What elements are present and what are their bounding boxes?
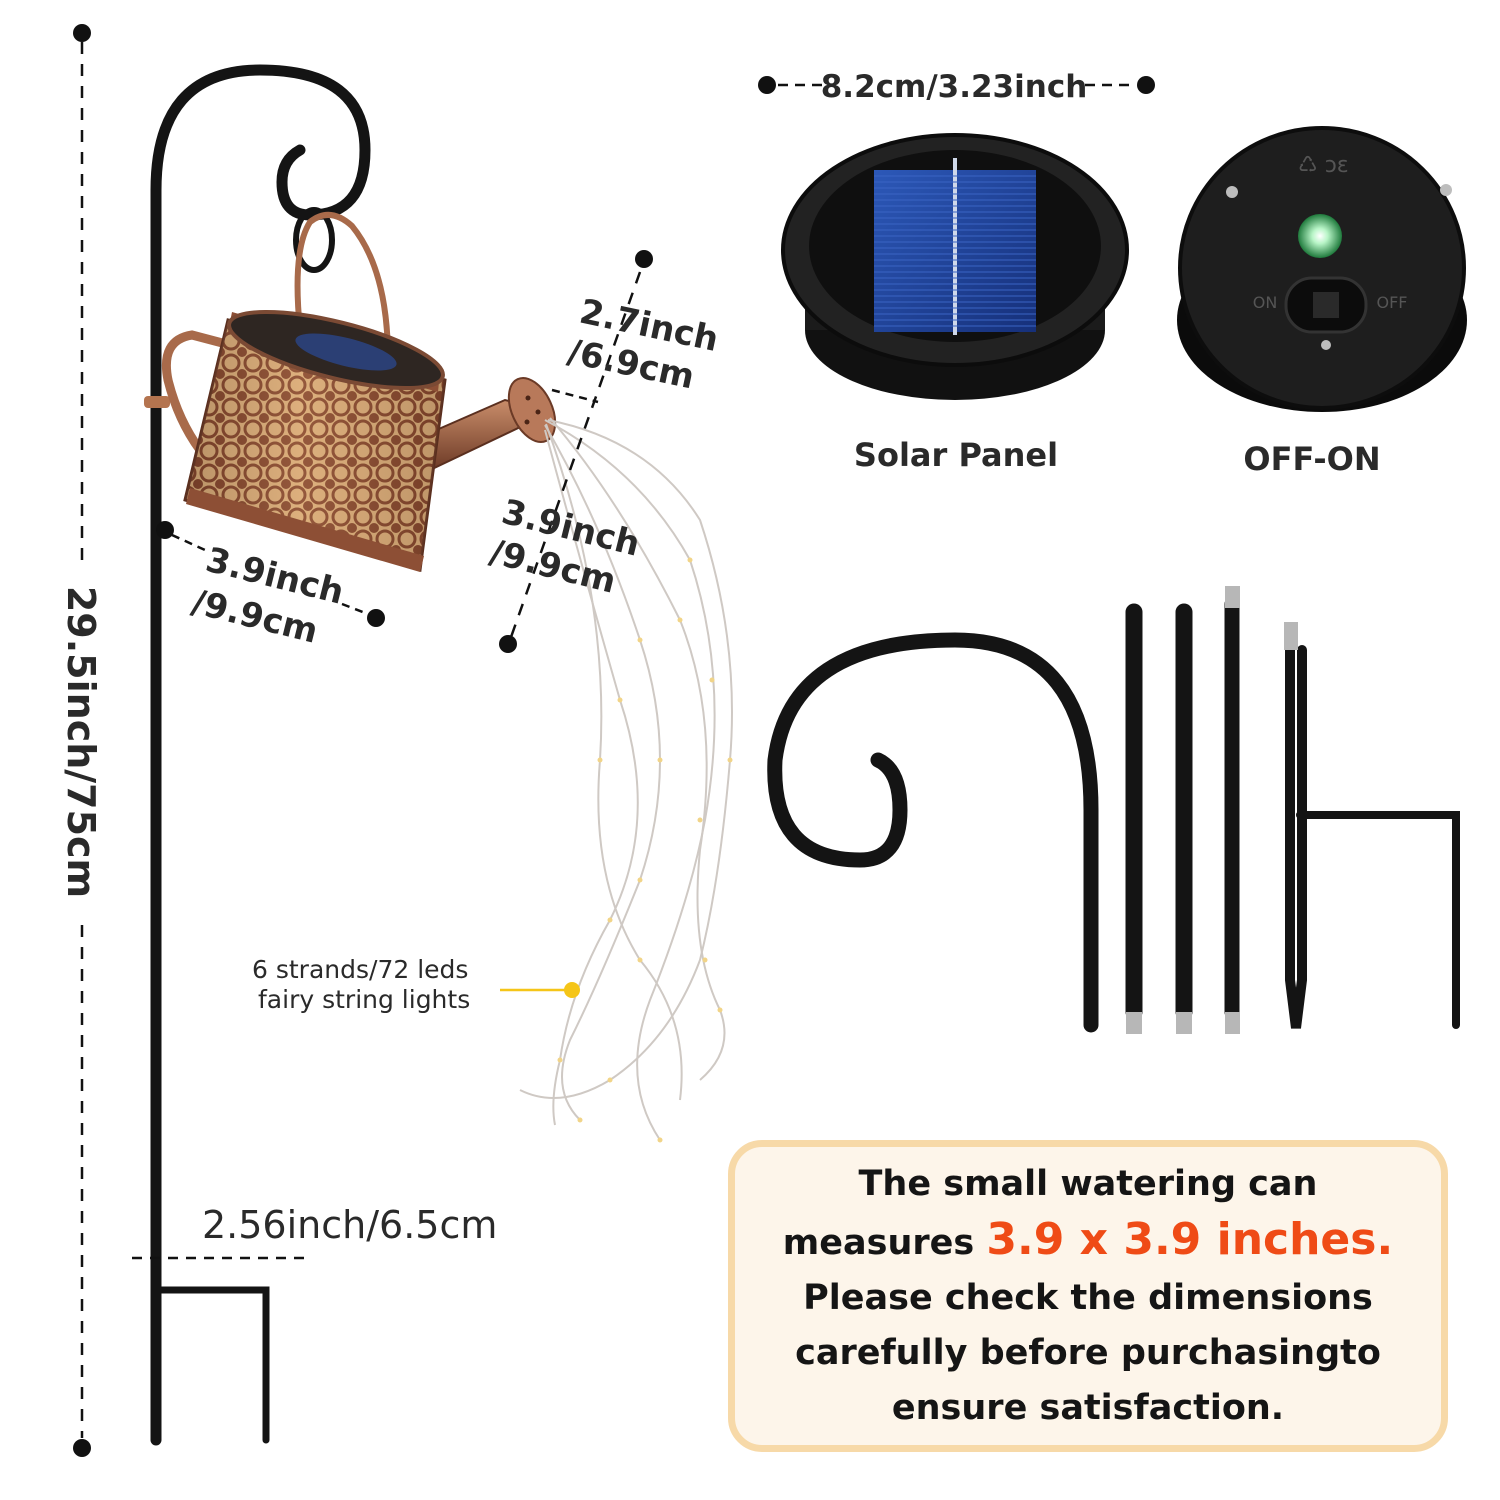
- can-side-handle: [161, 330, 232, 453]
- recycle-mark-icon: ♺ ɔɛ: [1298, 153, 1349, 178]
- stake-pole: [150, 64, 371, 1446]
- hanging-ring: [293, 207, 335, 273]
- indicator-led: [1298, 214, 1342, 258]
- fairy-light-leds: [557, 557, 733, 1143]
- thread-icon: [1176, 1012, 1192, 1034]
- shepherd-hook-stake: [144, 64, 371, 1446]
- switch-off-label: OFF: [1377, 293, 1408, 312]
- dimension-dot: [156, 521, 174, 539]
- switch-label: OFF-ON: [1243, 440, 1380, 478]
- light-strand: [544, 424, 661, 1121]
- dimension-dash-line: [171, 533, 206, 552]
- solar-cell-lines: [874, 175, 1036, 327]
- rose-hole: [525, 395, 531, 401]
- screw-icon: [1226, 186, 1238, 198]
- power-switch-knob[interactable]: [1313, 292, 1339, 318]
- stake-foot: [156, 1286, 270, 1444]
- hook-part: [767, 632, 1099, 1033]
- dimension-dot: [367, 609, 385, 627]
- dimension-dot: [73, 1439, 91, 1457]
- thread-icon: [1126, 1012, 1142, 1034]
- panel-width-label: 8.2cm/3.23inch: [821, 69, 1088, 105]
- stake-clip: [144, 396, 170, 408]
- spout-length-dimension: 2.7inch /6.9cm 3.9inch /9.9cm: [486, 250, 722, 653]
- height-dimension: 29.5inch/75cm: [59, 24, 103, 1457]
- panel-width-dimension: 8.2cm/3.23inch: [758, 69, 1155, 105]
- stake-width-dimension: 2.56inch/6.5cm: [132, 1203, 497, 1260]
- lights-label-line2: fairy string lights: [258, 985, 471, 1014]
- thread-icon: [1225, 586, 1240, 608]
- thread-icon: [1284, 622, 1298, 650]
- notice-line-4: carefully before purchasingto: [795, 1332, 1381, 1373]
- spout-rose: [507, 377, 557, 443]
- switch-face: [1178, 126, 1466, 410]
- stake-width-label: 2.56inch/6.5cm: [202, 1203, 497, 1247]
- rose-hole: [535, 409, 541, 415]
- thread-icon: [1225, 1012, 1240, 1034]
- notice-size-highlight: 3.9 x 3.9 inches.: [986, 1213, 1394, 1265]
- lights-label-line1: 6 strands/72 leds: [252, 955, 469, 984]
- lights-callout: [500, 982, 580, 998]
- light-strand: [549, 417, 726, 1081]
- light-strand: [545, 423, 683, 1101]
- dimension-dash-line: [551, 388, 599, 404]
- dimension-dot: [758, 76, 776, 94]
- screw-icon: [1440, 184, 1452, 196]
- stake-parts: [767, 596, 1460, 1033]
- screw-icon: [1321, 340, 1331, 350]
- light-strand: [544, 419, 716, 1141]
- callout-marker: [564, 982, 580, 998]
- notice-line-1: The small watering can: [858, 1163, 1318, 1204]
- dimension-dash-line: [341, 602, 369, 616]
- notice-line-5: ensure satisfaction.: [891, 1387, 1285, 1428]
- rose-hole: [524, 419, 530, 425]
- can-solar-cell: [295, 333, 397, 371]
- watering-can: [161, 207, 557, 572]
- spike-part: [1285, 645, 1307, 1029]
- thread-ends: [1126, 586, 1298, 1034]
- switch-on-label: ON: [1253, 293, 1278, 312]
- dimension-dot: [73, 24, 91, 42]
- spike-foot: [1296, 811, 1460, 1029]
- can-rim-bottom: [186, 488, 424, 572]
- solar-panel-unit: [781, 133, 1129, 400]
- total-height-label: 29.5inch/75cm: [59, 586, 103, 898]
- dimension-dot: [499, 635, 517, 653]
- notice-line-2-prefix: measures: [782, 1222, 975, 1263]
- notice-line-3: Please check the dimensions: [803, 1277, 1373, 1318]
- dimension-dot: [1137, 76, 1155, 94]
- can-handle: [294, 212, 391, 361]
- solar-panel-label: Solar Panel: [854, 436, 1058, 474]
- dimension-dot: [635, 250, 653, 268]
- size-notice-box: The small watering can measures 3.9 x 3.…: [728, 1140, 1448, 1452]
- notice-line-2: measures 3.9 x 3.9 inches.: [783, 1212, 1393, 1271]
- switch-unit: ♺ ɔɛ ON OFF: [1177, 126, 1467, 412]
